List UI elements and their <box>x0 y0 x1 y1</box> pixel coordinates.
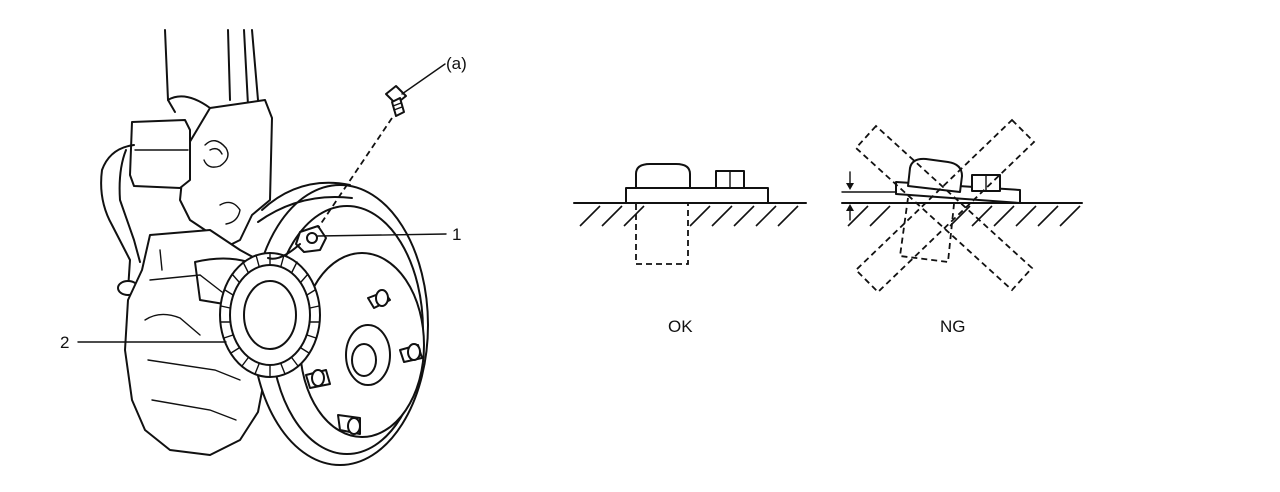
leader-lines <box>77 63 447 343</box>
wheel-speed-sensor <box>267 225 327 260</box>
callout-a: (a) <box>446 54 467 73</box>
ng-installation-detail: NG <box>841 118 1083 336</box>
leader-a <box>401 63 446 95</box>
ok-surface-hatching <box>579 205 799 227</box>
leader-1 <box>317 233 447 237</box>
sensor-bolt <box>317 85 407 229</box>
sensor-rotor <box>219 252 321 378</box>
gap-indicator <box>841 171 901 221</box>
ok-label: OK <box>668 317 693 336</box>
ng-cross-mark <box>854 118 1036 294</box>
ng-label: NG <box>940 317 966 336</box>
ng-surface-hatching <box>847 205 1081 227</box>
callout-1: 1 <box>452 225 461 244</box>
steering-knuckle <box>179 99 273 251</box>
callout-2: 2 <box>60 333 69 352</box>
brake-hose <box>100 119 191 296</box>
ok-installation-detail: OK <box>573 163 807 336</box>
wheel-hub-assembly: (a) 1 2 <box>60 29 467 466</box>
wheel-hub <box>299 252 425 438</box>
